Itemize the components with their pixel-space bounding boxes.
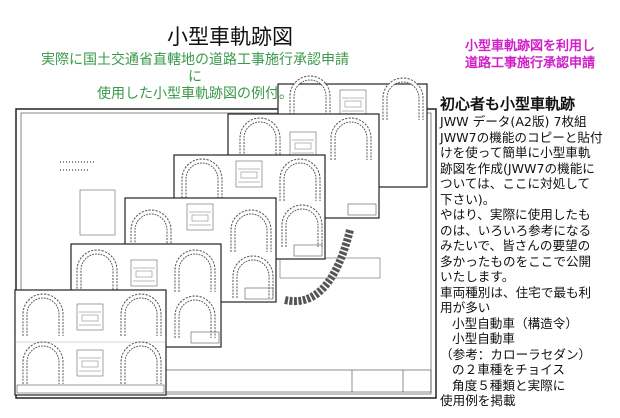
- vehicle-type: 小型自動車（構造令）: [452, 315, 578, 331]
- panel-line: 角度５種類と実際に: [452, 377, 566, 393]
- vehicle-type: 小型自動車: [452, 331, 515, 346]
- panel-line: やはり、実際に使用したも: [440, 207, 591, 222]
- panel-line: のは、いろいろ参考になる: [440, 222, 592, 238]
- panel-line: みたいで、皆さんの要望の: [440, 238, 591, 253]
- promo-caption: 小型車軌跡図を利用し 道路工事施行承認申請: [445, 38, 615, 72]
- panel-line: 用が多い: [440, 300, 491, 315]
- panel-line: 下さい)。: [440, 191, 496, 207]
- panel-line: の２車種をチョイス: [452, 362, 565, 377]
- panel-line: 車両種別は、住宅で最も利: [440, 284, 592, 300]
- promo-line-1: 小型車軌跡図を利用し: [464, 39, 595, 54]
- subtitle-line-2: 使用した小型車軌跡図の例付。: [97, 86, 293, 102]
- panel-line: いたします。: [440, 269, 515, 284]
- panel-line: 跡図を作成(JWW7の機能に: [440, 160, 595, 176]
- panel-line: けを使って簡単に小型車軌: [440, 145, 591, 160]
- panel-note: （参考：カローラセダン）: [440, 346, 592, 362]
- panel-line: JWW7の機能のコピーと貼付: [440, 129, 603, 145]
- panel-line: JWW データ(A2版) 7枚組: [440, 114, 587, 129]
- page-subtitle: 実際に国土交通省直轄地の道路工事施行承認申請に 使用した小型車軌跡図の例付。: [40, 52, 350, 103]
- drawing-sheet-6: [14, 289, 167, 396]
- promo-line-2: 道路工事施行承認申請: [464, 56, 595, 71]
- description-panel: 初心者も小型車軌跡 JWW データ(A2版) 7枚組 JWW7の機能のコピーと貼…: [440, 94, 620, 409]
- panel-line: 多かったものをここで公開: [440, 253, 592, 269]
- panel-heading: 初心者も小型車軌跡: [440, 95, 576, 113]
- subtitle-line-1: 実際に国土交通省直轄地の道路工事施行承認申請に: [41, 52, 349, 85]
- panel-line: 使用例を掲載: [440, 393, 516, 408]
- panel-line: ついては、ここに対処して: [440, 176, 591, 191]
- page-title: 小型車軌跡図: [167, 25, 293, 49]
